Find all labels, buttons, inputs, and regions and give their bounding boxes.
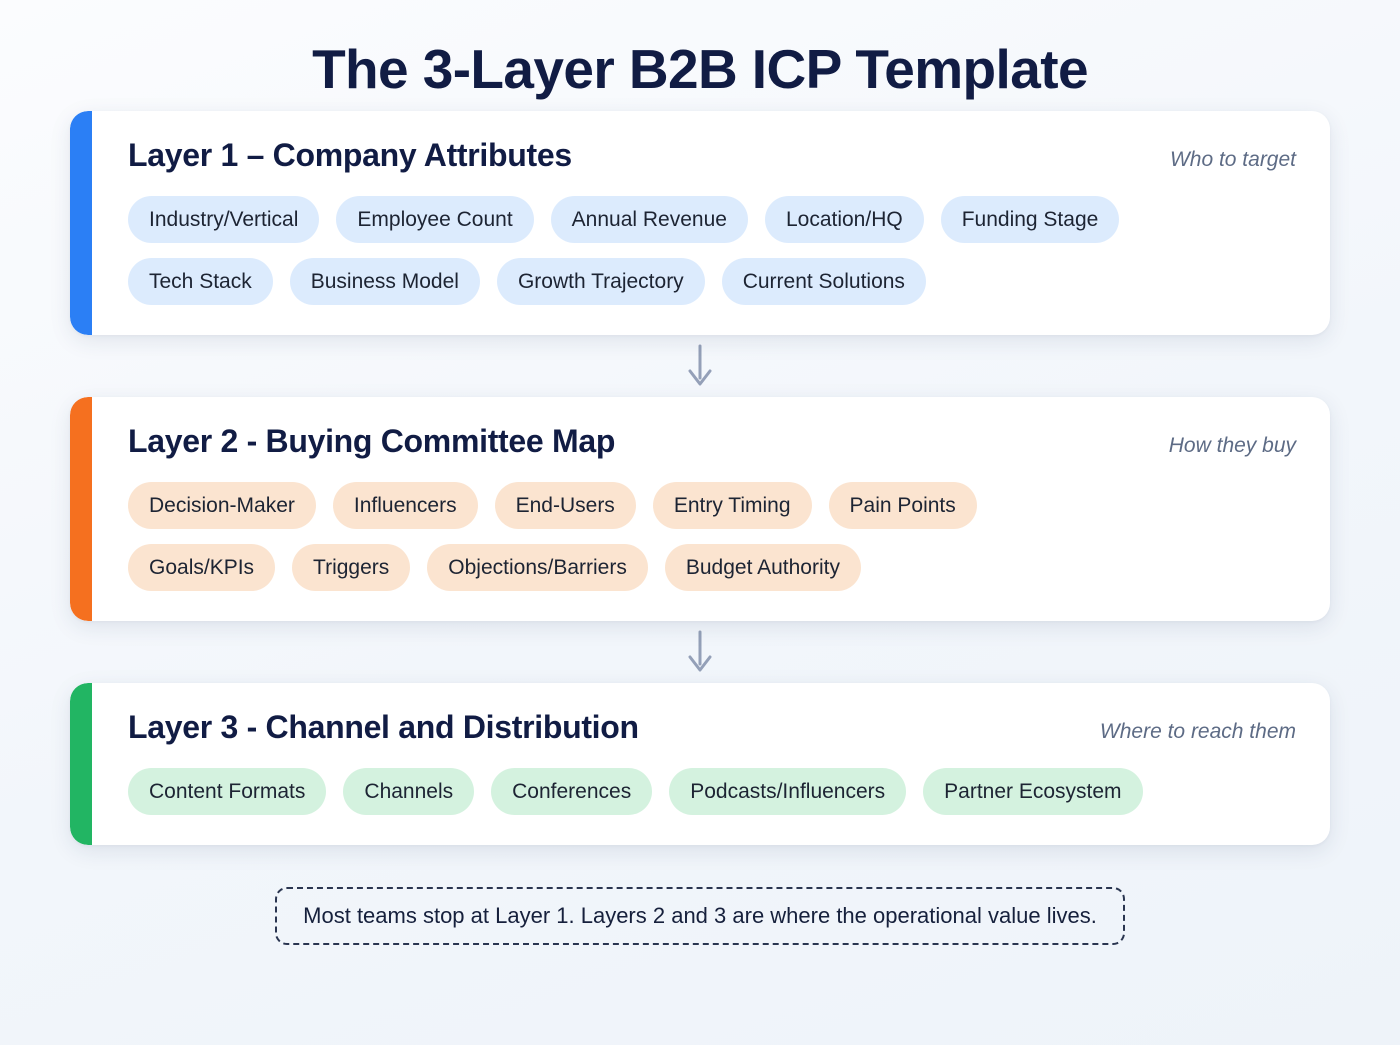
layer-3-heading: Layer 3 - Channel and Distribution xyxy=(128,709,639,746)
layer-2-chip-row-2: Goals/KPIs Triggers Objections/Barriers … xyxy=(128,544,1296,592)
layer-3-header: Layer 3 - Channel and Distribution Where… xyxy=(128,709,1296,746)
chip[interactable]: Industry/Vertical xyxy=(128,196,320,244)
chip[interactable]: Employee Count xyxy=(336,196,534,244)
layer-2-header: Layer 2 - Buying Committee Map How they … xyxy=(128,423,1296,460)
chip[interactable]: Channels xyxy=(343,768,475,816)
layer-1-chip-group: Industry/Vertical Employee Count Annual … xyxy=(128,196,1296,306)
layer-card-3: Layer 3 - Channel and Distribution Where… xyxy=(70,683,1330,846)
accent-bar-layer-2 xyxy=(70,397,92,622)
layer-2-heading: Layer 2 - Buying Committee Map xyxy=(128,423,616,460)
chip[interactable]: Growth Trajectory xyxy=(496,258,705,306)
footer-note: Most teams stop at Layer 1. Layers 2 and… xyxy=(275,887,1125,946)
layer-1-heading: Layer 1 – Company Attributes xyxy=(128,137,572,174)
footer-note-wrapper: Most teams stop at Layer 1. Layers 2 and… xyxy=(70,887,1330,946)
chip[interactable]: Triggers xyxy=(292,544,411,592)
layer-card-1: Layer 1 – Company Attributes Who to targ… xyxy=(70,111,1330,336)
layer-card-2: Layer 2 - Buying Committee Map How they … xyxy=(70,397,1330,622)
chip[interactable]: Goals/KPIs xyxy=(128,544,276,592)
chip[interactable]: End-Users xyxy=(494,482,636,530)
chip[interactable]: Location/HQ xyxy=(764,196,924,244)
chip[interactable]: Objections/Barriers xyxy=(427,544,648,592)
chip[interactable]: Podcasts/Influencers xyxy=(669,768,907,816)
chip[interactable]: Content Formats xyxy=(128,768,327,816)
arrow-down-icon xyxy=(688,630,712,672)
layer-3-chip-group: Content Formats Channels Conferences Pod… xyxy=(128,768,1296,816)
chip[interactable]: Budget Authority xyxy=(664,544,861,592)
chip[interactable]: Pain Points xyxy=(828,482,977,530)
layer-1-chip-row-1: Industry/Vertical Employee Count Annual … xyxy=(128,196,1296,244)
layer-3-caption: Where to reach them xyxy=(1099,720,1296,744)
chip[interactable]: Conferences xyxy=(491,768,653,816)
chip[interactable]: Entry Timing xyxy=(652,482,812,530)
layer-2-chip-group: Decision-Maker Influencers End-Users Ent… xyxy=(128,482,1296,592)
layer-1-chip-row-2: Tech Stack Business Model Growth Traject… xyxy=(128,258,1296,306)
connector-layer-1-to-2 xyxy=(70,335,1330,397)
layer-1-header: Layer 1 – Company Attributes Who to targ… xyxy=(128,137,1296,174)
chip[interactable]: Funding Stage xyxy=(940,196,1120,244)
layer-3-chip-row-1: Content Formats Channels Conferences Pod… xyxy=(128,768,1296,816)
chip[interactable]: Business Model xyxy=(289,258,480,306)
accent-bar-layer-1 xyxy=(70,111,92,336)
accent-bar-layer-3 xyxy=(70,683,92,846)
arrow-down-icon xyxy=(688,344,712,386)
layer-2-chip-row-1: Decision-Maker Influencers End-Users Ent… xyxy=(128,482,1296,530)
connector-layer-2-to-3 xyxy=(70,621,1330,683)
chip[interactable]: Tech Stack xyxy=(128,258,273,306)
layer-1-caption: Who to target xyxy=(1169,148,1296,172)
chip[interactable]: Current Solutions xyxy=(721,258,926,306)
chip[interactable]: Decision-Maker xyxy=(128,482,316,530)
chip[interactable]: Partner Ecosystem xyxy=(923,768,1143,816)
chip[interactable]: Influencers xyxy=(332,482,478,530)
chip[interactable]: Annual Revenue xyxy=(550,196,748,244)
page-title: The 3-Layer B2B ICP Template xyxy=(312,38,1088,100)
layer-2-caption: How they buy xyxy=(1168,434,1296,458)
